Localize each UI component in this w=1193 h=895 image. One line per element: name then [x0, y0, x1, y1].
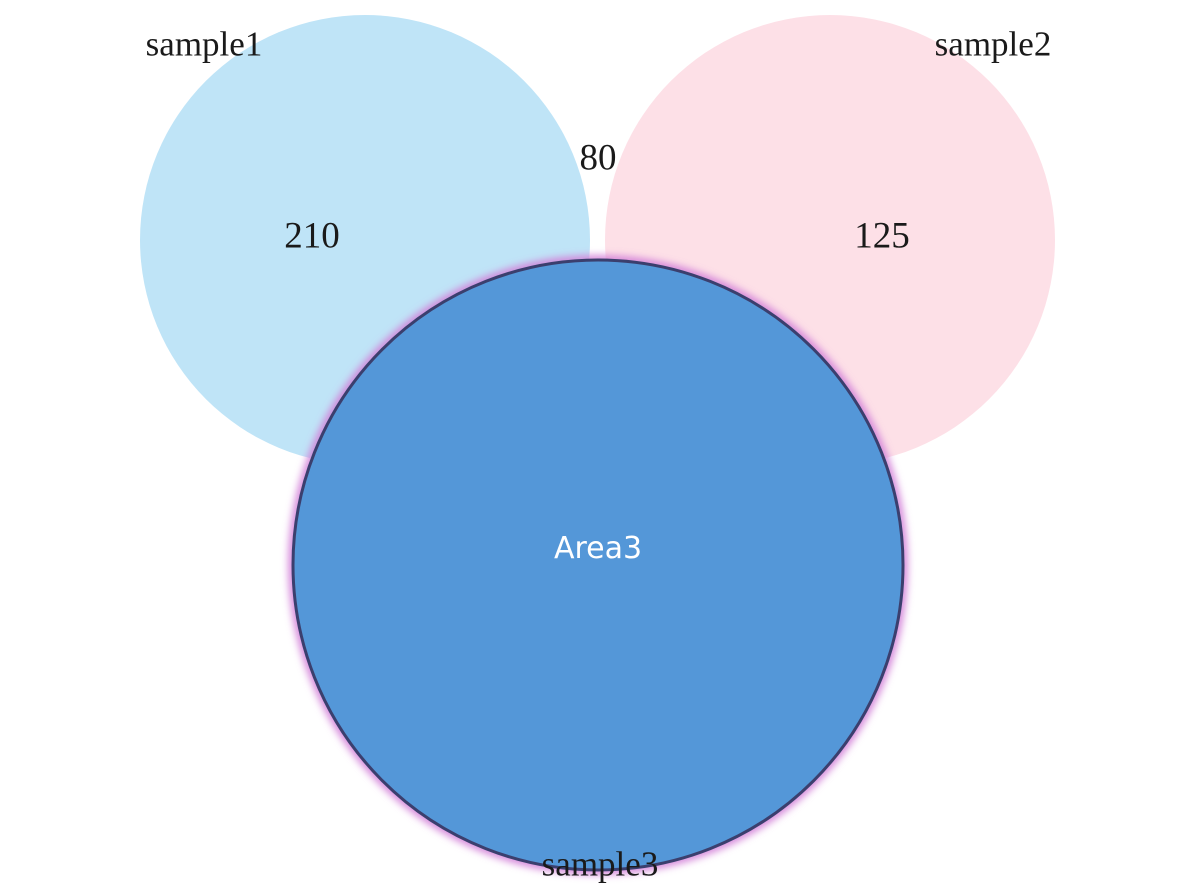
region-label-area3: Area3 [553, 531, 643, 566]
set-circle-sample3[interactable] [291, 258, 905, 872]
set-label-sample2: sample2 [934, 24, 1052, 64]
region-count-sample2-only: 125 [854, 215, 910, 257]
set-label-sample3: sample3 [541, 844, 659, 884]
region-count-sample1-only: 210 [284, 215, 340, 257]
region-count-sample1-sample2-overlap: 80 [579, 137, 617, 179]
set-label-sample1: sample1 [145, 24, 263, 64]
